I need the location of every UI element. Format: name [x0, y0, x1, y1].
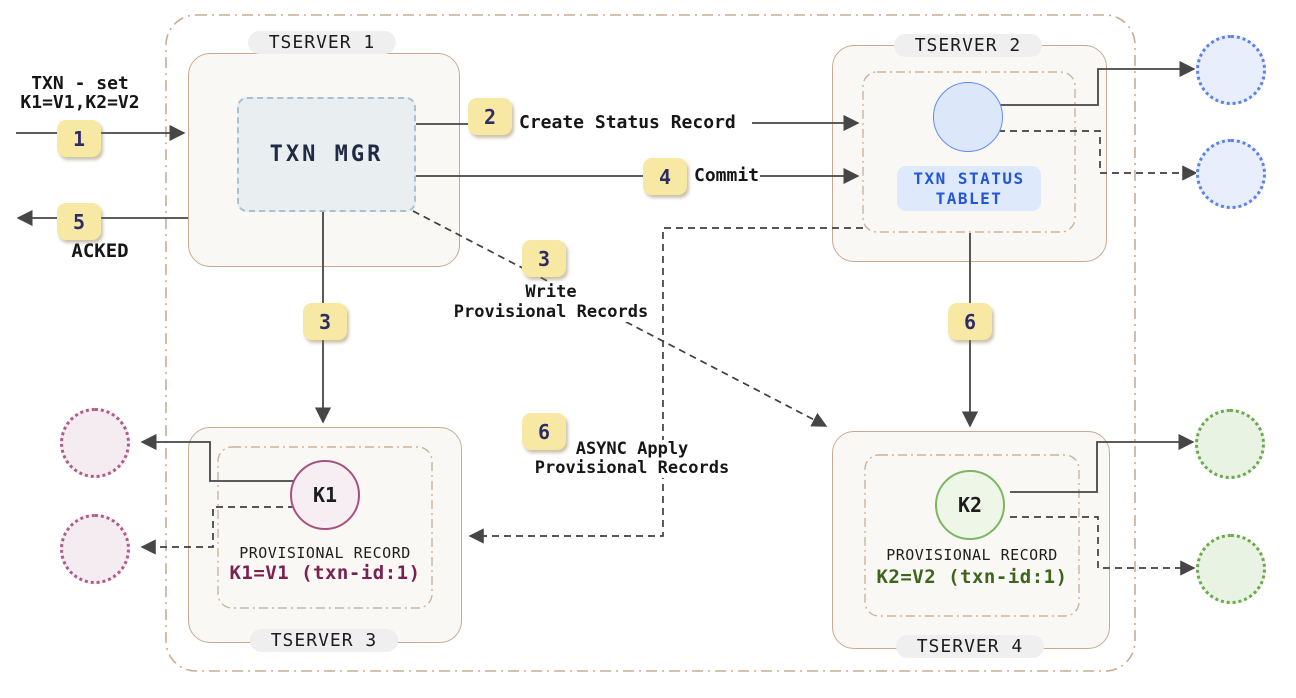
step-badge-6-right: 6 — [948, 303, 992, 340]
commit-label: Commit — [694, 165, 760, 186]
arrow-k2-replica1 — [1010, 433, 1195, 493]
arrow-step6-async-apply-k1-dashed — [468, 227, 863, 544]
txn-set-line1: TXN - set — [31, 73, 129, 94]
txn-status-tablet-line2: TABLET — [935, 188, 1003, 208]
tserver3-label: TSERVER 3 — [250, 629, 398, 652]
tserver1-label: TSERVER 1 — [248, 31, 396, 54]
step-badge-6-left: 6 — [522, 413, 566, 450]
async-apply-line2: Provisional Records — [534, 458, 730, 478]
k2-replica-circle-1 — [1195, 409, 1265, 479]
tserver4-tablet-boundary — [864, 454, 1080, 617]
txn-mgr-box: TXN MGR — [237, 97, 416, 212]
create-status-record-label: Create Status Record — [519, 112, 736, 133]
step-badge-3-right: 3 — [522, 240, 566, 277]
k1-tablet-circle: K1 — [290, 460, 360, 530]
txn-status-tablet-label: TXN STATUS TABLET — [897, 166, 1041, 211]
write-provisional-line1: Write — [525, 282, 577, 302]
k1-replica-circle-2 — [60, 514, 130, 584]
tserver4-box — [832, 431, 1110, 649]
k1-provisional-record-value: K1=V1 (txn-id:1) — [229, 562, 421, 584]
tserver2-label: TSERVER 2 — [894, 34, 1042, 57]
k1-replica-circle-1 — [60, 408, 130, 478]
status-replica-circle-2 — [1196, 139, 1266, 209]
step-badge-2: 2 — [468, 98, 512, 135]
arrow-k2-replica2-dashed — [1010, 516, 1196, 576]
arrow-status-tablet-replica1 — [1000, 60, 1196, 106]
status-replica-circle-1 — [1196, 35, 1266, 105]
tserver4-label: TSERVER 4 — [896, 635, 1044, 658]
txn-set-line2: K1=V1,K2=V2 — [20, 92, 140, 113]
write-provisional-label: Write Provisional Records — [446, 282, 656, 322]
k1-provisional-record-title: PROVISIONAL RECORD — [239, 544, 411, 562]
arrow-status-tablet-replica2-dashed — [998, 130, 1198, 181]
k2-replica-circle-2 — [1196, 534, 1266, 604]
arrow-k1-replica1 — [140, 433, 297, 482]
step-badge-4: 4 — [643, 158, 687, 195]
txn-set-label: TXN - set K1=V1,K2=V2 — [14, 74, 146, 112]
k2-tablet-circle: K2 — [935, 470, 1005, 540]
k2-provisional-record-title: PROVISIONAL RECORD — [886, 546, 1058, 564]
acked-label: ACKED — [71, 240, 129, 262]
txn-status-tablet-line1: TXN STATUS — [913, 168, 1025, 188]
step-badge-5: 5 — [57, 203, 101, 240]
k2-provisional-record-value: K2=V2 (txn-id:1) — [876, 566, 1068, 588]
cluster-boundary — [165, 14, 1136, 672]
txn-status-tablet-leader-circle — [933, 82, 1003, 152]
tserver3-tablet-boundary — [217, 446, 433, 609]
write-provisional-line2: Provisional Records — [453, 302, 649, 322]
tserver2-box — [832, 45, 1107, 262]
tserver2-tablet-boundary — [862, 71, 1076, 233]
async-apply-label: ASYNC Apply Provisional Records — [527, 440, 737, 478]
arrow-k1-replica2-dashed — [140, 506, 295, 555]
async-apply-line1: ASYNC Apply — [575, 439, 689, 459]
step-badge-1: 1 — [57, 120, 101, 157]
step-badge-3-left: 3 — [303, 303, 347, 340]
